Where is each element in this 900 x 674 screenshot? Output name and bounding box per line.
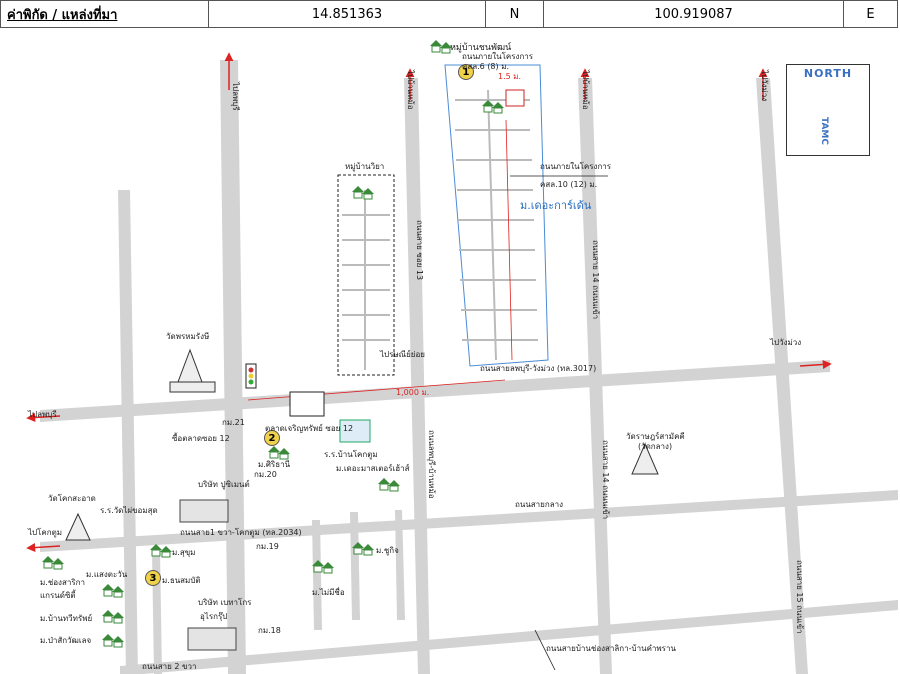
company-2-label: บริษัท เบทาโกร <box>198 598 252 607</box>
village-ban-nuan-label: ม.บ้านทวีทรัพย์ <box>40 614 93 623</box>
main-road-label: ถนนสายลพบุรี-วังม่วง (ทล.3017) <box>480 364 597 373</box>
market-label: ตลาดเจริญทรัพย์ ซอย 12 <box>265 424 354 433</box>
village-thanasom-label: ม.ธนสมบัติ <box>162 576 201 585</box>
road-v4-label: ถนนสาย 15 ถนนเข้า <box>795 560 804 634</box>
longitude-value: 100.919087 <box>544 1 844 27</box>
map-roads <box>26 52 898 674</box>
location-pin-1[interactable]: 1 <box>458 64 474 80</box>
village-pasak-label: ม.ป่าสักวัฒเลจ <box>40 636 92 645</box>
km-18-label: กม.18 <box>258 626 281 635</box>
location-pin-2[interactable]: 2 <box>264 430 280 446</box>
village-chukit-label: ม.ชูกิจ <box>376 546 399 555</box>
temple-ratsamakkhi-sub: (วัดกลาง) <box>638 442 673 451</box>
latitude-direction: N <box>486 1 544 27</box>
inner-road-2-width: คสล.10 (12) ม. <box>540 180 598 189</box>
north-compass: NORTH TAMC <box>786 64 870 156</box>
shop-soi-12-label: ซื้อตลาดซอย 12 <box>172 434 230 443</box>
v-road-3-label: ไปบ้านหม้อ <box>581 70 590 110</box>
distance-2-label: 1,000 ม. <box>396 388 430 397</box>
coordinate-header: ค่าพิกัด / แหล่งที่มา 14.851363 N 100.91… <box>0 0 898 28</box>
village-house-icon <box>100 580 126 598</box>
v-road-2-label: ไปบ้านหม้อ <box>406 70 415 110</box>
road-v3-label: ถนนสาย 14 ถนนนเข้า <box>591 240 600 320</box>
post-office-label: ไปรษณีย์ย่อย <box>380 350 425 359</box>
distance-1-label: 1.5 ม. <box>498 72 522 81</box>
km-21-label: กม.21 <box>222 418 245 427</box>
village-house-icon <box>148 540 174 558</box>
company-2-sub-label: อุไรกรุ๊ป <box>200 612 228 621</box>
road-chong-label: ถนนสายบ้านช่องสาลิกา-บ้านคำพราน <box>546 644 676 653</box>
temple-khoksaat-label: วัดโคกสะอาด <box>48 494 96 503</box>
village-no-name-label: ม.ไม่มีชื่อ <box>312 588 345 597</box>
km-20-label: กม.20 <box>254 470 277 479</box>
compass-north-label: NORTH <box>803 67 853 80</box>
inner-road-1-label: ถนนภายในโครงการ <box>462 52 534 61</box>
village-house-icon <box>428 36 454 54</box>
school-2-label: ร.ร.วัดไผ่ขอมสุด <box>100 506 158 515</box>
village-house-icon <box>40 552 66 570</box>
km-19-label: กม.19 <box>256 542 279 551</box>
location-pin-3[interactable]: 3 <box>145 570 161 586</box>
road-2034-label: ถนนสาย1 ขวา-โคกตูม (ทล.2034) <box>180 528 302 537</box>
to-wangmuang-label: ไปวังม่วง <box>770 338 802 347</box>
v-road-4-label: ไปวังม่วง <box>760 70 769 102</box>
road-v3b-label: ถนนสาย 14 ถนนนเข้า <box>601 440 610 520</box>
village-khon-phan-label: หมู่บ้านชนพัฒน์ <box>450 43 512 53</box>
village-sukhum-label: ม.สุขุม <box>172 548 196 557</box>
village-the-garden-label: ม.เดอะการ์เด้น <box>520 199 592 212</box>
village-house-icon <box>350 182 376 200</box>
inner-road-2-label: ถนนภายในโครงการ <box>540 162 612 171</box>
village-wiya-label: หมู่บ้านวิยา <box>345 162 385 171</box>
road-to-phut-label: ถนนลพบุรี-บ้านหม้อ <box>427 430 436 499</box>
village-house-icon <box>100 630 126 648</box>
village-house-icon <box>376 474 402 492</box>
to-lopburi-label: ไปลพบุรี <box>28 410 57 419</box>
company-1-label: บริษัท ปูซิเมนต์ <box>198 480 250 489</box>
middle-road-label: ถนนสายกลาง <box>515 500 563 509</box>
village-house-icon <box>480 96 506 114</box>
compass-brand-label: TAMC <box>819 117 829 145</box>
village-house-icon <box>350 538 376 556</box>
road-soi-label: ถนนสาย ซอย 13 <box>415 220 424 281</box>
village-saengtawan-label: ม.แสงตะวัน <box>86 570 128 579</box>
village-house-icon <box>100 606 126 624</box>
header-title: ค่าพิกัด / แหล่งที่มา <box>1 1 209 27</box>
road-bottom-label: ถนนสาย 2 ขวา <box>142 662 197 671</box>
village-house-icon <box>266 442 292 460</box>
village-sirathani-label: ม.ศิริธานี <box>258 460 291 469</box>
temple-ratsamakkhi-label: วัดราษฎร์สามัคคี <box>626 432 685 441</box>
inner-road-1-width: คสล.6 (8) ม. <box>462 62 510 71</box>
village-master-house-label: ม.เดอะมาสเตอร์เฮ้าส์ <box>336 464 410 473</box>
village-house-icon <box>310 556 336 574</box>
village-chongsalika-label: ม.ช่องสาริกา แกรนด์ซิตี้ <box>40 578 85 600</box>
v-road-1-label: ไปลพบุรี <box>231 82 240 111</box>
school-label: ร.ร.บ้านโคกตูม <box>324 450 378 459</box>
to-khoktum-label: ไปโคกตูม <box>28 528 63 537</box>
map-area[interactable]: NORTH TAMC 1 2 3 หมู่บ้านชนพัฒน์ ถนนภายใ… <box>0 30 900 674</box>
longitude-direction: E <box>866 6 875 22</box>
latitude-value: 14.851363 <box>209 1 486 27</box>
temple-phrommarangsi-label: วัดพรหมรังษี <box>166 332 210 341</box>
